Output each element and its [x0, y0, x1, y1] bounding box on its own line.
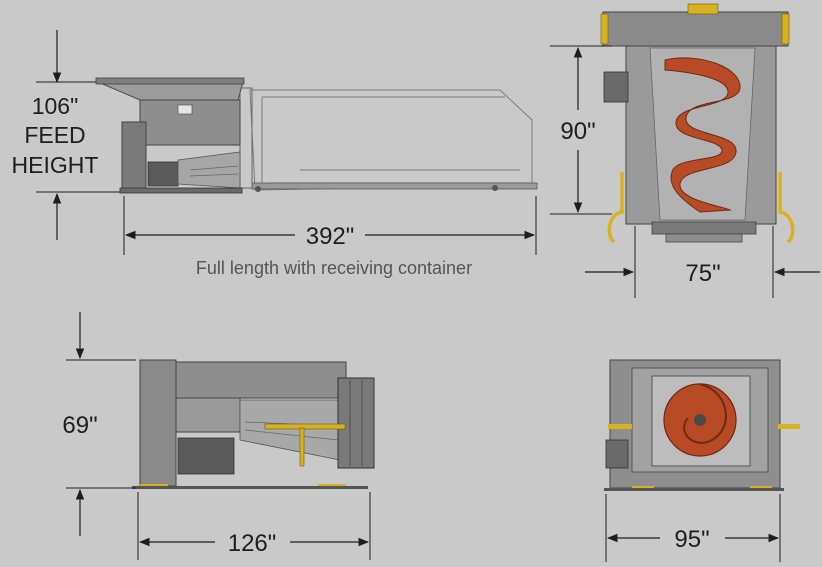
full-length-caption: Full length with receiving container — [196, 258, 472, 278]
side-hardware-rod — [264, 423, 346, 430]
hopper-rim — [95, 77, 245, 85]
full-length-dimension: 392" Full length with receiving containe… — [123, 196, 537, 278]
lid-hinge — [600, 13, 609, 45]
feed-height-value: 106" — [32, 93, 79, 119]
lid-latch — [687, 3, 719, 15]
rear-width-dimension: 95" — [605, 494, 781, 562]
front-height-dimension: 90" — [550, 45, 612, 215]
side-panel — [139, 359, 177, 487]
feed-height-label-line1: FEED — [24, 122, 85, 148]
bottom-flange — [651, 221, 757, 235]
rear-base — [604, 488, 784, 491]
motor — [147, 161, 179, 187]
motor-housing — [121, 121, 147, 193]
front-width-value: 75" — [685, 260, 720, 287]
side-height-dimension: 69" — [62, 312, 136, 536]
side-height-value: 69" — [62, 412, 97, 439]
feed-hopper — [97, 81, 244, 101]
side-view — [132, 359, 375, 489]
side-body — [175, 397, 241, 433]
side-view-with-container — [95, 77, 538, 194]
rear-motor — [605, 439, 629, 469]
rear-width-value: 95" — [674, 526, 709, 553]
side-base — [132, 486, 368, 489]
front-motor — [603, 71, 629, 103]
right-hook — [778, 172, 795, 244]
side-motor — [177, 437, 235, 475]
rear-right-bracket — [778, 424, 800, 429]
feed-height-dimension: 106" FEED HEIGHT — [12, 30, 120, 240]
side-hopper-top — [175, 361, 347, 399]
full-length-value: 392" — [306, 223, 355, 250]
lid-hinge — [781, 13, 790, 45]
front-height-value: 90" — [560, 118, 595, 145]
discharge-flange — [337, 377, 375, 469]
container-wheel — [255, 186, 261, 192]
top-lid — [602, 11, 789, 47]
front-width-dimension: 75" — [585, 226, 820, 298]
discharge-plate — [665, 233, 743, 243]
feed-height-label-line2: HEIGHT — [12, 152, 99, 178]
auger-flight-curve — [683, 383, 727, 444]
receiving-container — [249, 89, 533, 191]
auger-hub — [694, 414, 706, 426]
left-hook — [607, 172, 624, 244]
container-wheel — [492, 185, 498, 191]
rear-left-bracket — [608, 424, 632, 429]
rear-view — [604, 359, 800, 491]
auger-screw — [664, 57, 741, 213]
auger-tube — [177, 151, 241, 189]
side-length-dimension: 126" — [137, 492, 371, 560]
side-auger-tube — [239, 399, 341, 461]
front-view — [600, 3, 795, 244]
base-skid — [119, 187, 243, 194]
warning-label — [177, 104, 193, 115]
side-hardware-post — [299, 427, 305, 467]
side-length-value: 126" — [228, 530, 277, 557]
